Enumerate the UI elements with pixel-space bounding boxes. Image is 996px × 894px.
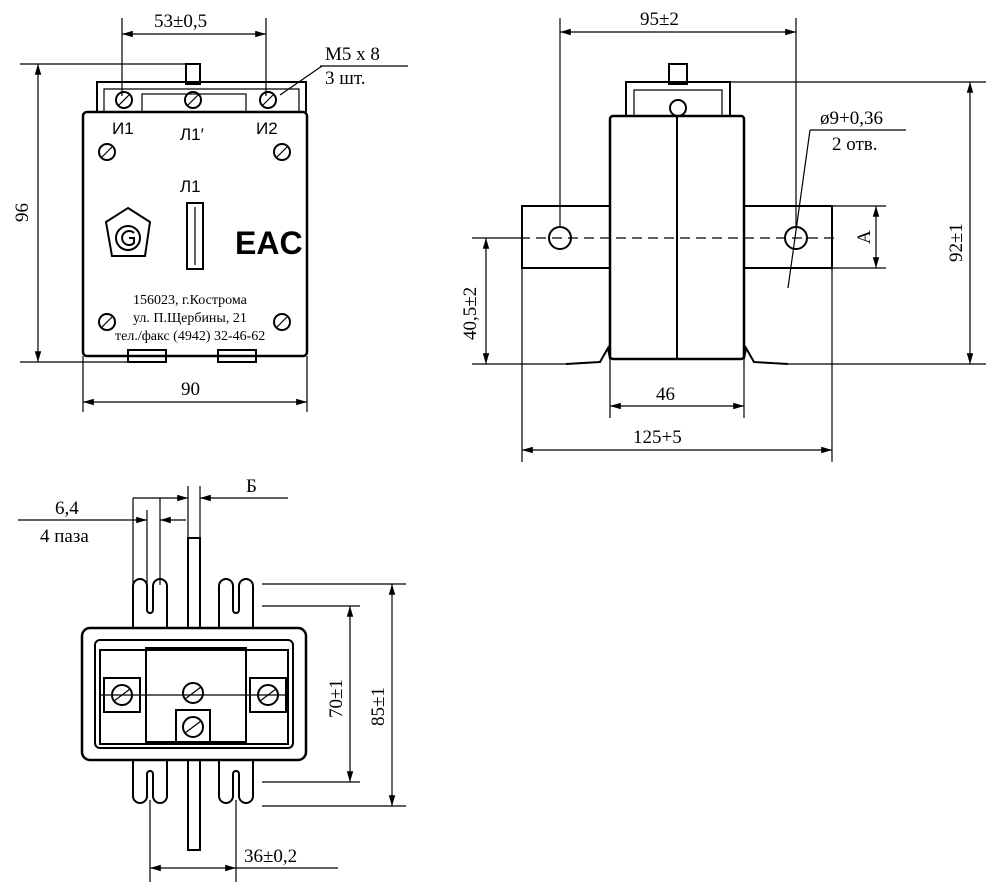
front-corner-screws (98, 143, 291, 331)
top-housing-outer (80, 626, 308, 762)
dim-top-b: Б (246, 476, 257, 497)
top-housing-inner (94, 639, 294, 749)
dim-front-bottom: 90 (181, 379, 200, 400)
dim-top-outer: 85±1 (368, 687, 389, 726)
side-foot-left (565, 345, 611, 365)
dim-front-top: 53±0,5 (154, 11, 207, 32)
dim-side-top: 95±2 (640, 9, 679, 30)
dim-side-inner: 46 (656, 384, 675, 405)
slot-note-line2: 4 паза (40, 526, 89, 547)
dim-front-left: 96 (12, 203, 33, 222)
address-line-2: ул. П.Щербины, 21 (133, 311, 247, 326)
top-view: 6,4 4 паза Б 70±1 85±1 36±0,2 (18, 476, 406, 882)
screw-note-line2: 3 шт. (325, 68, 366, 89)
front-view: И1 Л1′ И2 Л1 EAC 156023, г.Кострома ул. … (12, 11, 408, 412)
top-lugs (132, 578, 254, 804)
dim-top-inner: 70±1 (326, 679, 347, 718)
front-foot-left (127, 349, 167, 363)
side-view: 95±2 ø9+0,36 2 отв. А 92±1 40,5±2 46 125… (460, 9, 986, 462)
side-foot-right (743, 345, 789, 365)
dim-side-a: А (854, 230, 875, 244)
terminal-label-i1: И1 (112, 119, 134, 138)
address-line-3: тел./факс (4942) 32-46-62 (115, 329, 265, 344)
eac-mark: EAC (235, 225, 303, 261)
front-foot-right (217, 349, 257, 363)
terminal-label-l1: Л1 (180, 177, 201, 196)
hole-note-line2: 2 отв. (832, 134, 878, 155)
certification-logo (104, 206, 152, 257)
terminal-label-i2: И2 (256, 119, 278, 138)
dim-side-left: 40,5±2 (460, 287, 481, 340)
front-bracket-window (141, 93, 247, 113)
hole-note-line1: ø9+0,36 (820, 108, 883, 129)
primary-bus-slot (186, 202, 204, 270)
terminal-label-l1-prime: Л1′ (180, 125, 204, 144)
slot-note-line1: 6,4 (55, 498, 79, 519)
dim-side-right: 92±1 (946, 223, 967, 262)
dim-top-bottom: 36±0,2 (244, 846, 297, 867)
front-bracket (96, 81, 307, 112)
address-line-1: 156023, г.Кострома (133, 293, 248, 308)
dim-side-bottom: 125+5 (633, 427, 682, 448)
screw-note-line1: M5 x 8 (325, 44, 380, 65)
side-bracket (625, 81, 731, 116)
front-screws (115, 63, 277, 109)
